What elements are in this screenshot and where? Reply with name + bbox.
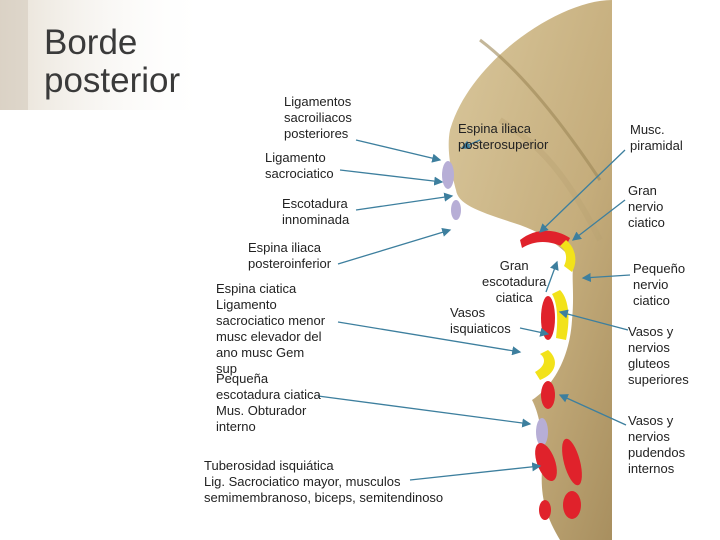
leader-pequeno — [581, 272, 631, 283]
label-lig-sacroiliacos: Ligamentos sacroiliacos posteriores — [284, 94, 352, 141]
label-espina-ciatica: Espina ciatica Ligamento sacrociatico me… — [216, 281, 326, 376]
page-title: Borde posterior — [44, 24, 180, 100]
title-line-2: posterior — [44, 61, 181, 100]
leader-gluteos — [558, 309, 629, 331]
red-mark-tub-2 — [562, 438, 582, 486]
red-mark-piramidal — [520, 230, 570, 248]
label-espina-posteroinferior: Espina iliaca posteroinferior — [248, 240, 332, 271]
label-lig-sacrociatico: Ligamento sacrociatico — [265, 150, 334, 181]
corner-decoration — [0, 0, 210, 110]
label-pequena-escotadura: Pequeña escotadura ciatica Mus. Obturado… — [216, 371, 321, 434]
label-gran-nervio: Gran nervio ciatico — [628, 183, 665, 230]
leader-innominada — [355, 192, 454, 211]
lavender-mark-1 — [442, 161, 454, 189]
leader-piramidal — [539, 149, 626, 233]
red-mark-tub-1 — [535, 442, 557, 482]
label-espina-posterosuperior: Espina iliaca posterosuperior — [458, 121, 549, 152]
label-gran-escotadura: Gran escotadura ciatica — [482, 258, 547, 305]
label-vasos-isquiaticos: Vasos isquiaticos — [450, 305, 511, 336]
leader-gran-escotadura — [545, 260, 559, 293]
label-tuberosidad: Tuberosidad isquiática Lig. Sacrociatico… — [204, 458, 444, 505]
leader-posterosuperior — [460, 139, 481, 149]
lavender-mark-3 — [536, 418, 548, 446]
leader-posteroinferior — [337, 227, 452, 265]
label-escotadura-innominada: Escotadura innominada — [282, 196, 350, 227]
leader-sacrociatico — [339, 169, 444, 186]
leader-espina-ciatica — [337, 321, 522, 356]
label-pequeno-nervio: Pequeño nervio ciatico — [633, 261, 686, 308]
leader-tuberosidad — [409, 462, 542, 481]
leader-gran-nervio — [571, 199, 626, 241]
leader-vasos-isquiaticos — [519, 327, 550, 337]
leader-sacroiliacos — [355, 139, 442, 163]
title-line-1: Borde — [44, 23, 138, 62]
leader-pudendos — [558, 394, 627, 426]
yellow-mark-nervio — [560, 240, 576, 272]
lavender-mark-2 — [451, 200, 461, 220]
red-mark-tub-3 — [563, 491, 581, 519]
label-vasos-pudendos: Vasos y nervios pudendos internos — [628, 413, 686, 476]
ilium-bone — [448, 0, 612, 540]
leader-pequena — [317, 395, 532, 428]
label-musc-piramidal: Musc. piramidal — [630, 122, 683, 153]
red-mark-tub-4 — [539, 500, 551, 520]
yellow-mark-inferior — [535, 350, 555, 380]
label-vasos-gluteos: Vasos y nervios gluteos superiores — [628, 324, 689, 387]
red-mark-pudendos — [541, 381, 555, 409]
